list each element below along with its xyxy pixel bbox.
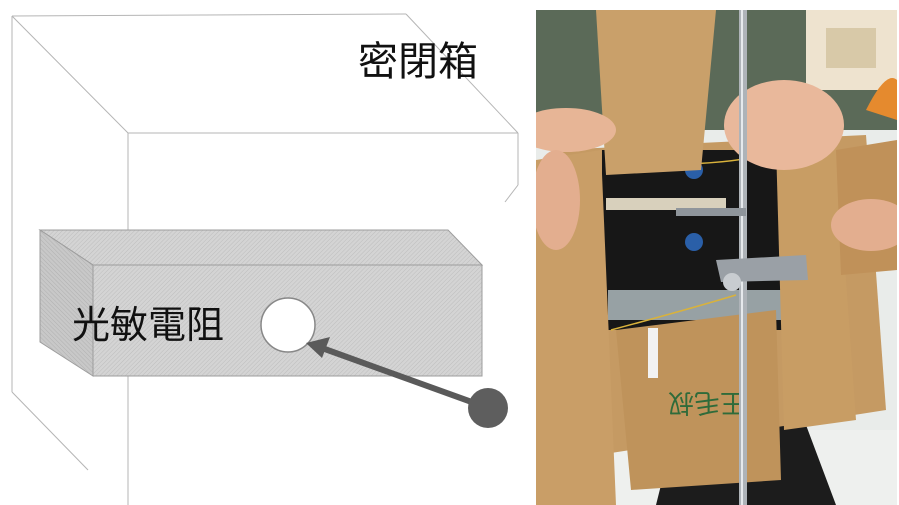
apparatus-photo: 王毛叔 [536,10,897,505]
sensor-bar [38,229,484,377]
sensor-label: 光敏電阻 [72,303,224,347]
light-source-dot [468,388,508,428]
box-label: 密閉箱 [358,39,478,85]
photoresistor-hole [260,297,316,353]
box-print-text: 王毛叔 [668,387,746,417]
light-arrow [306,337,482,408]
sealed-box-diagram: 密閉箱 光敏電阻 [11,13,519,505]
